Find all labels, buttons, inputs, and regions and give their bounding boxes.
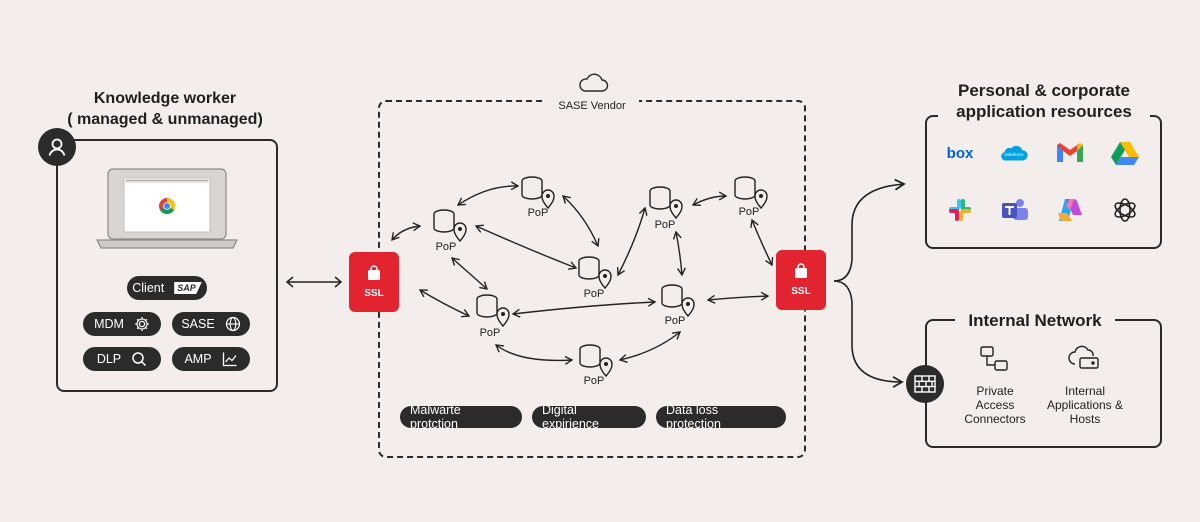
pop-label: PoP <box>583 288 605 300</box>
google-drive-icon <box>1110 138 1140 168</box>
firewall-icon <box>906 365 944 403</box>
pop-node-8-icon <box>579 344 613 378</box>
laptop-icon <box>96 168 238 249</box>
cloud-server-icon <box>1068 345 1099 369</box>
mdm-label: MDM <box>94 317 124 331</box>
dlp-pill: DLP <box>83 347 161 371</box>
worker-vendor-arrow <box>285 276 343 288</box>
pop-node-4-icon <box>649 186 683 220</box>
pop-label: PoP <box>583 375 605 387</box>
sase-pill: SASE <box>172 312 250 336</box>
worker-box <box>56 139 278 392</box>
copilot-icon <box>1055 195 1085 225</box>
gmail-icon <box>1055 138 1085 168</box>
lock-bag-icon <box>368 265 380 280</box>
connectors-label-line1: Private <box>976 384 1014 398</box>
connectors-label-line3: Connectors <box>964 412 1026 426</box>
internal-apps-label-line3: Hosts <box>1069 412 1101 426</box>
internal-apps-label-line2: Applications & <box>1046 398 1124 412</box>
gear-icon <box>135 317 149 331</box>
pop-label: PoP <box>527 207 549 219</box>
connectors-icon <box>980 346 1008 371</box>
pop-label: PoP <box>664 315 686 327</box>
pop-label: PoP <box>479 327 501 339</box>
mdm-pill: MDM <box>83 312 161 336</box>
pop-node-5-icon <box>734 176 768 210</box>
amp-label: AMP <box>184 352 212 366</box>
openai-icon <box>1110 195 1140 225</box>
connectors-label: Private Access Connectors <box>960 384 1030 426</box>
internal-apps-label-line1: Internal <box>1064 384 1106 398</box>
pop-node-6-icon <box>476 294 510 328</box>
sase-label: SASE <box>181 317 215 331</box>
box-icon: box <box>946 144 974 162</box>
pop-node-1-icon <box>433 209 467 243</box>
user-avatar-icon <box>38 128 76 166</box>
feature-data-loss-protection: Data loss protection <box>656 403 786 431</box>
ssl-left-label: SSL <box>364 288 384 299</box>
slack-icon <box>945 195 975 225</box>
worker-title-line1: Knowledge worker <box>93 90 237 107</box>
teams-icon <box>1000 195 1030 225</box>
pop-node-3-icon <box>578 256 612 290</box>
dlp-label: DLP <box>96 352 122 366</box>
svg-text:salesforce: salesforce <box>1004 152 1024 157</box>
ssl-left: SSL <box>349 252 399 312</box>
feature-malware-protection: Malwarte protction <box>400 403 522 431</box>
pop-node-7-icon <box>661 284 695 318</box>
resources-title: Personal & corporate application resourc… <box>938 80 1150 122</box>
ssl-right: SSL <box>776 250 826 310</box>
worker-title: Knowledge worker ( managed & unmanaged) <box>50 88 280 130</box>
resources-box <box>925 115 1162 249</box>
chart-icon <box>222 352 237 367</box>
pop-label: PoP <box>435 241 457 253</box>
resources-title-line1: Personal & corporate <box>958 81 1130 100</box>
ssl-right-label: SSL <box>791 286 811 297</box>
salesforce-icon: salesforce <box>999 138 1029 168</box>
search-icon <box>132 352 147 367</box>
pop-label: PoP <box>738 206 760 218</box>
worker-title-line2: ( managed & unmanaged) <box>67 111 263 128</box>
sase-vendor-label: SASE Vendor <box>545 98 639 114</box>
sap-logo: SAP <box>174 282 202 294</box>
resources-title-line2: application resources <box>956 102 1132 121</box>
pop-label: PoP <box>654 219 676 231</box>
amp-pill: AMP <box>172 347 250 371</box>
client-label: Client <box>132 281 165 295</box>
pop-node-2-icon <box>521 176 555 210</box>
internal-network-title: Internal Network <box>955 310 1115 331</box>
cloud-icon <box>579 73 609 92</box>
connectors-label-line2: Access <box>975 398 1015 412</box>
client-pill: Client SAP <box>127 276 207 300</box>
globe-icon <box>225 316 240 332</box>
internal-apps-label: Internal Applications & Hosts <box>1040 384 1130 426</box>
lock-bag-icon <box>795 263 807 278</box>
feature-digital-experience: Digital expirience <box>532 403 646 431</box>
